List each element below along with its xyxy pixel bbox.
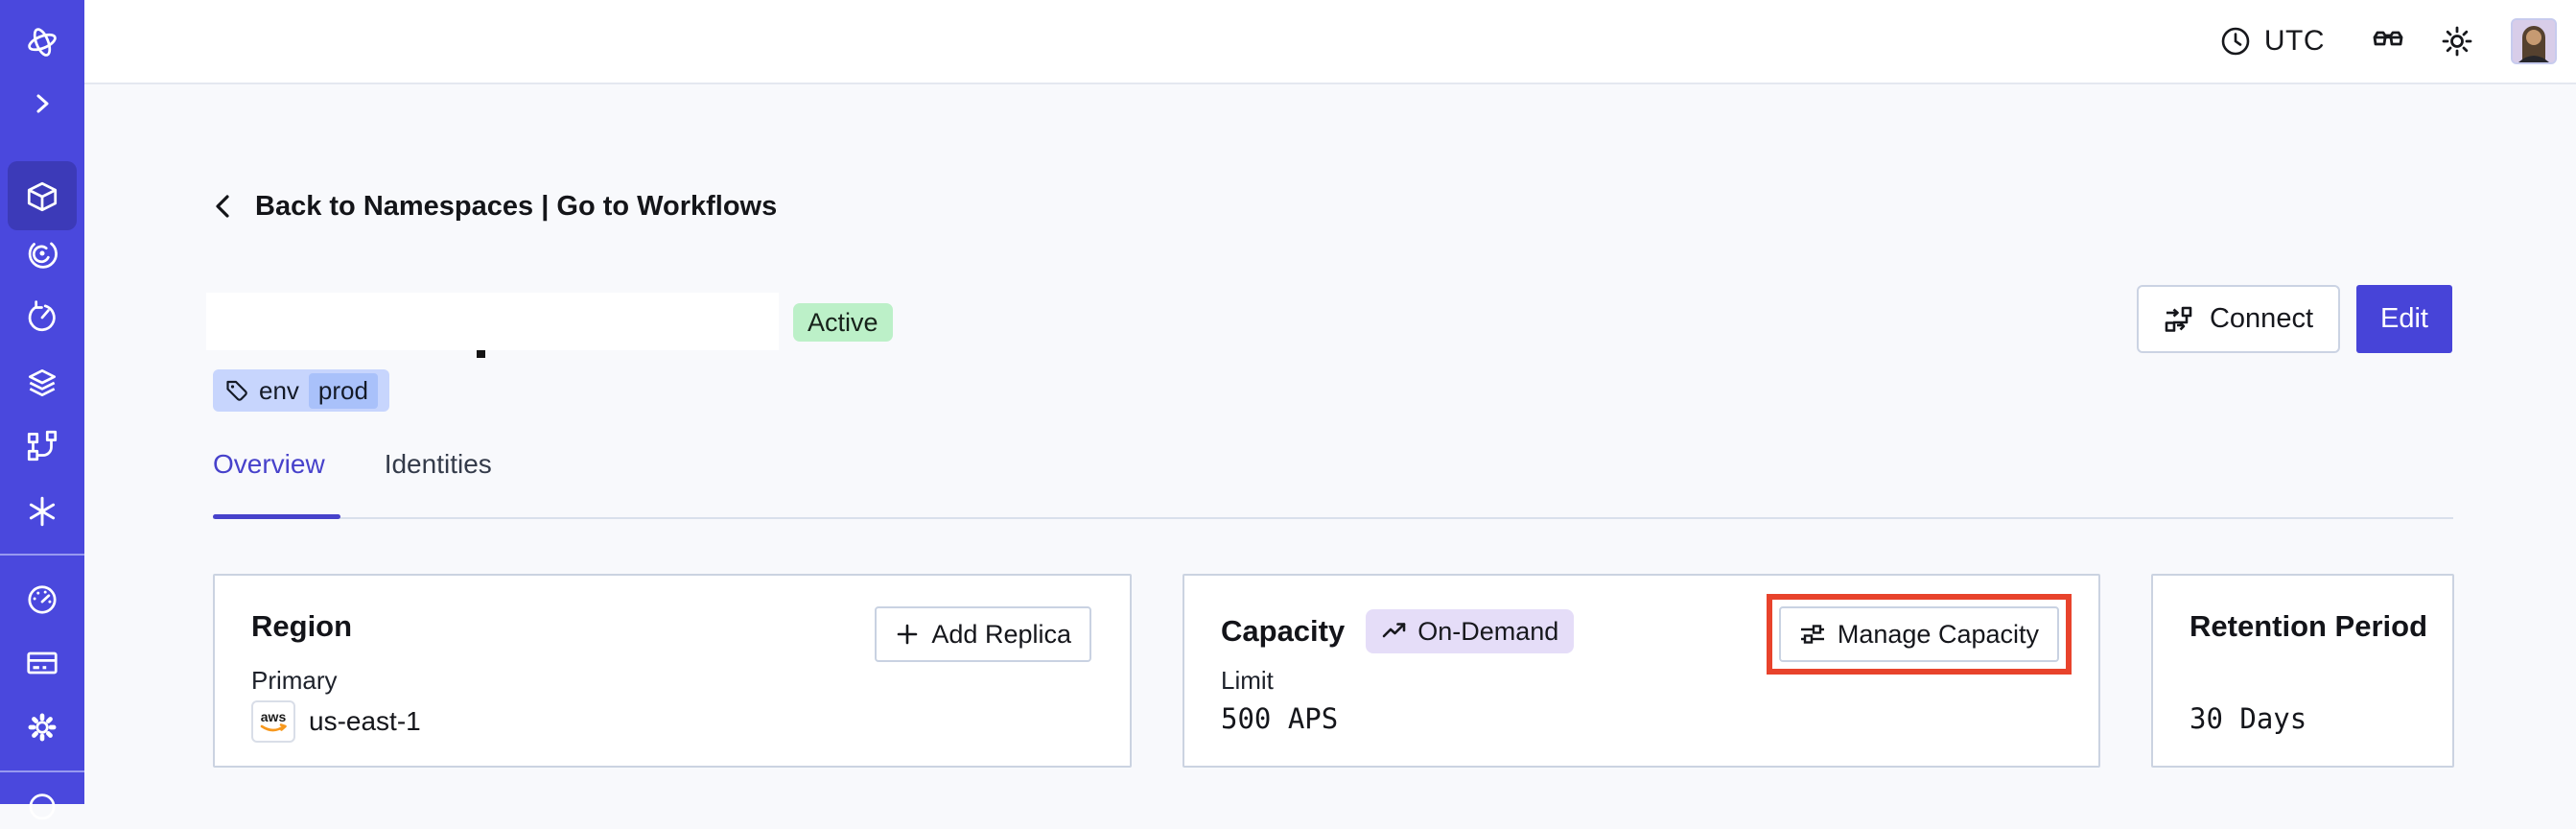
timezone-selector[interactable]: UTC <box>2218 24 2325 59</box>
aws-logo-text: aws <box>261 709 287 724</box>
region-field-label: Primary <box>251 666 338 695</box>
tab-divider <box>213 517 2453 519</box>
main-content: Back to Namespaces | Go to Workflows Act… <box>84 84 2576 804</box>
header-actions: Connect Edit <box>2136 285 2452 353</box>
partial-circle-icon[interactable] <box>24 793 60 829</box>
region-card: Region Add Replica Primary aws us-east-1 <box>213 574 1132 768</box>
retention-card: Retention Period 30 Days <box>2151 574 2454 768</box>
labs-glasses-icon[interactable] <box>2367 20 2409 62</box>
workflows-spiral-icon[interactable] <box>24 235 60 272</box>
nexus-asterisk-icon[interactable] <box>24 493 60 530</box>
on-demand-badge: On-Demand <box>1366 609 1575 653</box>
namespace-title-redacted <box>206 293 779 350</box>
user-avatar[interactable] <box>2511 18 2557 64</box>
tab-overview[interactable]: Overview <box>213 449 325 479</box>
settings-gear-icon[interactable] <box>24 709 60 746</box>
region-card-title: Region <box>251 609 353 643</box>
deployments-layers-icon[interactable] <box>24 365 60 401</box>
schedules-timer-icon[interactable] <box>24 299 60 336</box>
temporal-logo-icon[interactable] <box>24 24 60 60</box>
manage-capacity-button[interactable]: Manage Capacity <box>1778 606 2059 662</box>
on-demand-badge-label: On-Demand <box>1417 616 1559 646</box>
tag-key: env <box>259 375 299 405</box>
billing-card-icon[interactable] <box>24 645 60 681</box>
capacity-value: 500 APS <box>1221 702 1339 735</box>
connect-pipeline-icon <box>2164 304 2194 335</box>
edit-button[interactable]: Edit <box>2356 285 2452 353</box>
add-replica-button[interactable]: Add Replica <box>875 606 1091 662</box>
namespaces-cube-icon[interactable] <box>24 178 60 215</box>
manage-capacity-label: Manage Capacity <box>1837 619 2039 649</box>
edit-button-label: Edit <box>2380 303 2428 334</box>
active-tab-underline <box>213 514 340 519</box>
status-badge: Active <box>793 303 893 342</box>
timezone-label: UTC <box>2263 25 2325 57</box>
title-dot <box>477 350 485 358</box>
retention-value: 30 Days <box>2190 702 2307 735</box>
status-badge-label: Active <box>808 307 878 337</box>
annotation-highlight-box: Manage Capacity <box>1766 594 2072 675</box>
region-value: us-east-1 <box>309 706 421 736</box>
aws-provider-icon: aws <box>251 700 295 743</box>
sidebar-divider <box>0 770 84 772</box>
breadcrumb-label: Back to Namespaces | Go to Workflows <box>255 190 778 222</box>
namespace-tag[interactable]: env prod <box>213 369 389 412</box>
theme-sun-icon[interactable] <box>2438 22 2476 60</box>
capacity-card-title: Capacity <box>1221 614 1346 648</box>
tag-value: prod <box>308 372 378 409</box>
tag-icon <box>224 378 249 403</box>
chevron-right-icon[interactable] <box>27 88 58 119</box>
usage-gauge-icon[interactable] <box>24 581 60 618</box>
tab-bar: Overview Identities <box>213 449 492 503</box>
sidebar <box>0 0 84 820</box>
breadcrumb[interactable]: Back to Namespaces | Go to Workflows <box>209 190 777 223</box>
topbar: UTC <box>84 0 2576 84</box>
add-replica-label: Add Replica <box>931 619 1071 649</box>
sidebar-divider <box>0 554 84 556</box>
capacity-card: Capacity On-Demand Ma <box>1183 574 2100 768</box>
tab-identities[interactable]: Identities <box>384 449 492 479</box>
sliders-icon <box>1799 622 1826 647</box>
capacity-field-label: Limit <box>1221 666 1274 695</box>
trend-up-icon <box>1381 620 1408 643</box>
connect-button-label: Connect <box>2209 303 2313 334</box>
clock-icon <box>2218 24 2253 59</box>
connect-button[interactable]: Connect <box>2136 285 2340 353</box>
batch-operations-branch-icon[interactable] <box>24 428 60 464</box>
retention-card-title: Retention Period <box>2190 609 2428 643</box>
chevron-left-icon <box>209 190 238 223</box>
plus-icon <box>895 622 920 647</box>
